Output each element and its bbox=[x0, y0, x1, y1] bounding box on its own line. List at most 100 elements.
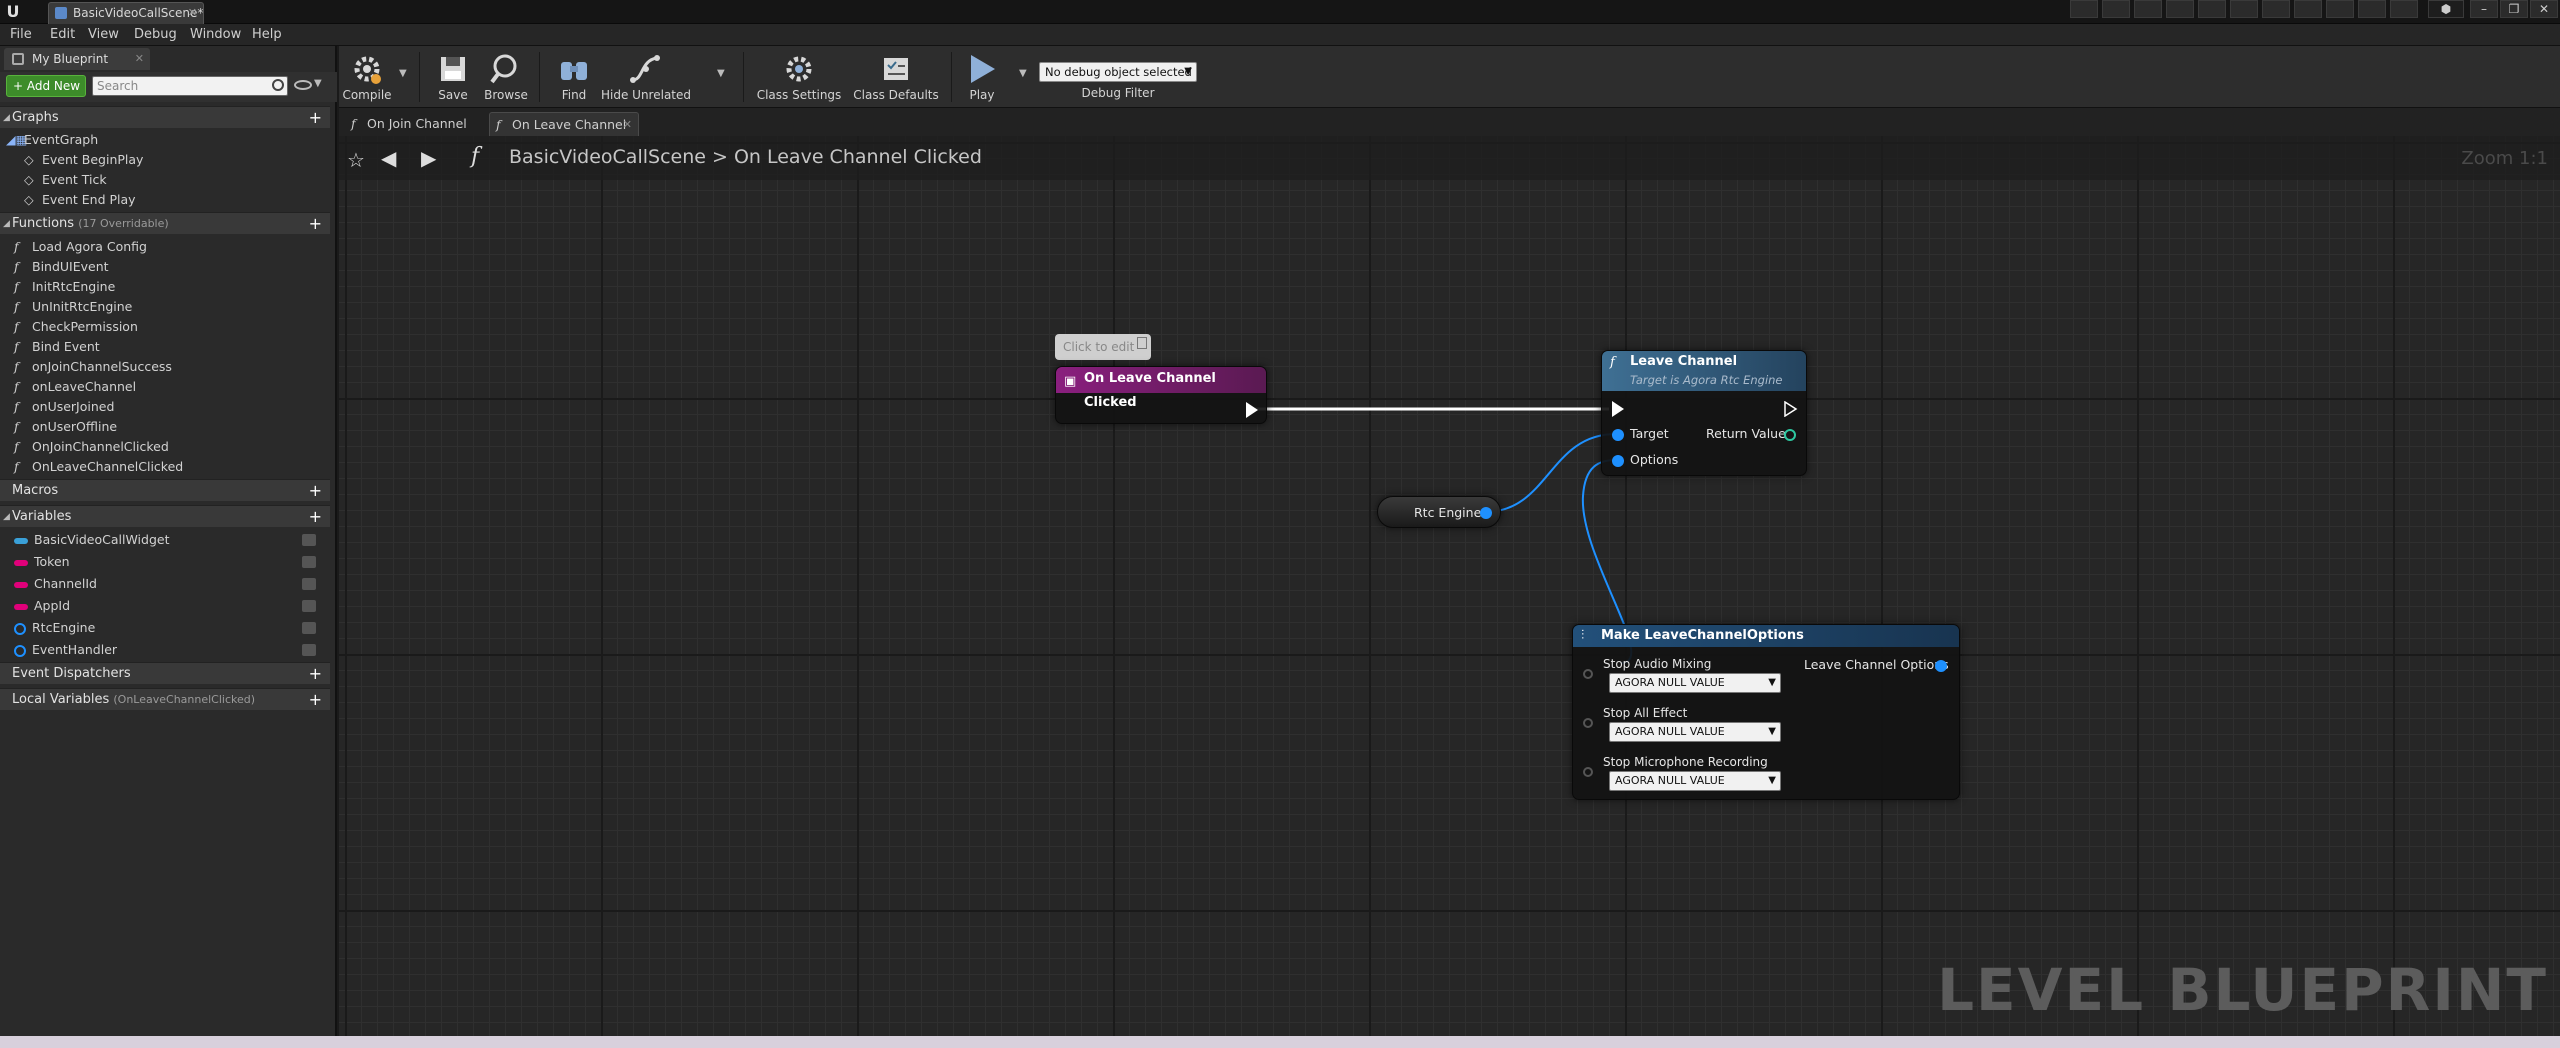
event-dispatchers-section-header[interactable]: Event Dispatchers + bbox=[0, 662, 330, 684]
stop-audio-mixing-pin[interactable] bbox=[1583, 669, 1593, 679]
tree-item-eventgraph[interactable]: ◢▦EventGraph bbox=[6, 130, 98, 149]
tree-item-event-beginplay[interactable]: ◇Event BeginPlay bbox=[24, 150, 143, 169]
close-window-button[interactable]: ✕ bbox=[2530, 0, 2558, 18]
maximize-button[interactable]: ❐ bbox=[2500, 0, 2528, 18]
chevron-down-icon[interactable]: ▼ bbox=[314, 78, 322, 89]
add-dispatcher-icon[interactable]: + bbox=[308, 664, 322, 683]
window-button[interactable] bbox=[2294, 0, 2322, 18]
collapse-arrow-icon[interactable]: ◢ bbox=[3, 113, 10, 123]
variable-item[interactable]: ChannelId bbox=[14, 574, 330, 593]
stop-all-effect-select[interactable]: AGORA NULL VALUE ▼ bbox=[1609, 722, 1781, 742]
compile-button[interactable]: Compile bbox=[339, 48, 395, 106]
debug-object-select[interactable]: No debug object selected ▼ bbox=[1039, 62, 1197, 82]
breadcrumb-root[interactable]: BasicVideoCallScene bbox=[509, 146, 706, 168]
event-node-header[interactable]: ▣ On Leave Channel Clicked bbox=[1056, 367, 1266, 410]
find-button[interactable]: Find bbox=[551, 48, 597, 106]
menu-window[interactable]: Window bbox=[190, 27, 242, 42]
class-settings-button[interactable]: Class Settings bbox=[753, 48, 845, 106]
graphs-section-header[interactable]: ◢ Graphs + bbox=[0, 106, 330, 128]
rtc-engine-out-pin[interactable] bbox=[1480, 507, 1492, 519]
bookmark-star-icon[interactable]: ☆ bbox=[347, 148, 365, 172]
window-button[interactable] bbox=[2230, 0, 2258, 18]
graph-canvas[interactable]: ☆ ◀ ▶ f BasicVideoCallScene > On Leave C… bbox=[339, 136, 2560, 1036]
view-options-icon[interactable] bbox=[294, 80, 312, 90]
add-new-button[interactable]: + Add New bbox=[6, 75, 86, 97]
search-icon[interactable] bbox=[272, 79, 284, 91]
exec-in-pin[interactable] bbox=[1612, 401, 1624, 417]
add-macro-icon[interactable]: + bbox=[308, 481, 322, 500]
menu-help[interactable]: Help bbox=[252, 27, 282, 42]
window-button[interactable] bbox=[2326, 0, 2354, 18]
collapse-arrow-icon[interactable]: ◢ bbox=[3, 219, 10, 229]
close-tab-icon[interactable]: ✕ bbox=[622, 118, 632, 131]
search-input[interactable]: Search bbox=[92, 76, 288, 96]
return-value-pin[interactable] bbox=[1784, 429, 1796, 441]
window-button[interactable] bbox=[2358, 0, 2386, 18]
exec-out-pin[interactable] bbox=[1784, 401, 1798, 417]
class-defaults-button[interactable]: Class Defaults bbox=[849, 48, 943, 106]
exec-out-pin[interactable] bbox=[1246, 402, 1258, 418]
my-blueprint-tab[interactable]: My Blueprint ✕ bbox=[4, 48, 150, 70]
visibility-eye-icon[interactable] bbox=[302, 644, 316, 656]
variable-item[interactable]: RtcEngine bbox=[14, 618, 330, 637]
menu-view[interactable]: View bbox=[88, 27, 119, 42]
pin-icon[interactable] bbox=[1137, 337, 1147, 349]
variable-item[interactable]: BasicVideoCallWidget bbox=[14, 530, 330, 549]
browse-button[interactable]: Browse bbox=[481, 48, 531, 106]
function-node-header[interactable]: f Leave Channel Target is Agora Rtc Engi… bbox=[1602, 351, 1806, 391]
stop-microphone-recording-select[interactable]: AGORA NULL VALUE ▼ bbox=[1609, 771, 1781, 791]
play-options-chevron-icon[interactable]: ▼ bbox=[1019, 68, 1027, 79]
variable-node-rtc-engine[interactable]: Rtc Engine bbox=[1377, 496, 1501, 528]
variable-item[interactable]: AppId bbox=[14, 596, 330, 615]
visibility-eye-icon[interactable] bbox=[302, 622, 316, 634]
macros-section-header[interactable]: Macros + bbox=[0, 479, 330, 501]
variable-item[interactable]: EventHandler bbox=[14, 640, 330, 659]
document-tab[interactable]: BasicVideoCallScene* ✕ bbox=[48, 2, 204, 24]
target-pin[interactable] bbox=[1612, 429, 1624, 441]
variable-item[interactable]: Token bbox=[14, 552, 330, 571]
window-button[interactable] bbox=[2134, 0, 2162, 18]
window-button[interactable] bbox=[2166, 0, 2194, 18]
close-tab-icon[interactable]: ✕ bbox=[134, 52, 144, 65]
window-button[interactable] bbox=[2262, 0, 2290, 18]
function-node-leave-channel[interactable]: f Leave Channel Target is Agora Rtc Engi… bbox=[1601, 350, 1807, 476]
window-button[interactable] bbox=[2102, 0, 2130, 18]
leave-channel-options-out-pin[interactable] bbox=[1935, 660, 1947, 672]
add-variable-icon[interactable]: + bbox=[308, 507, 322, 526]
tree-item-event-tick[interactable]: ◇Event Tick bbox=[24, 170, 107, 189]
save-button[interactable]: Save bbox=[431, 48, 475, 106]
tree-item-event-endplay[interactable]: ◇Event End Play bbox=[24, 190, 136, 209]
visibility-eye-icon[interactable] bbox=[302, 556, 316, 568]
hide-unrelated-button[interactable]: Hide Unrelated bbox=[601, 48, 691, 106]
window-button[interactable] bbox=[2390, 0, 2418, 18]
comment-bubble[interactable]: Click to edit bbox=[1055, 334, 1151, 360]
menu-edit[interactable]: Edit bbox=[50, 27, 76, 42]
window-button[interactable] bbox=[2198, 0, 2226, 18]
tab-on-leave-channel[interactable]: f On Leave Channel ✕ bbox=[489, 112, 639, 136]
collapse-arrow-icon[interactable]: ◢ bbox=[3, 512, 10, 522]
window-button[interactable] bbox=[2070, 0, 2098, 18]
minimize-button[interactable]: – bbox=[2470, 0, 2498, 18]
close-tab-icon[interactable]: ✕ bbox=[187, 6, 197, 19]
compile-options-chevron-icon[interactable]: ▼ bbox=[399, 68, 407, 79]
stop-all-effect-pin[interactable] bbox=[1583, 718, 1593, 728]
menu-file[interactable]: File bbox=[10, 27, 32, 42]
add-function-icon[interactable]: + bbox=[308, 214, 322, 233]
notification-icon[interactable]: ⬢ bbox=[2428, 0, 2464, 18]
back-arrow-icon[interactable]: ◀ bbox=[381, 146, 397, 170]
options-pin[interactable] bbox=[1612, 455, 1624, 467]
menu-debug[interactable]: Debug bbox=[134, 27, 177, 42]
visibility-eye-icon[interactable] bbox=[302, 534, 316, 546]
stop-audio-mixing-select[interactable]: AGORA NULL VALUE ▼ bbox=[1609, 673, 1781, 693]
forward-arrow-icon[interactable]: ▶ bbox=[421, 146, 437, 170]
